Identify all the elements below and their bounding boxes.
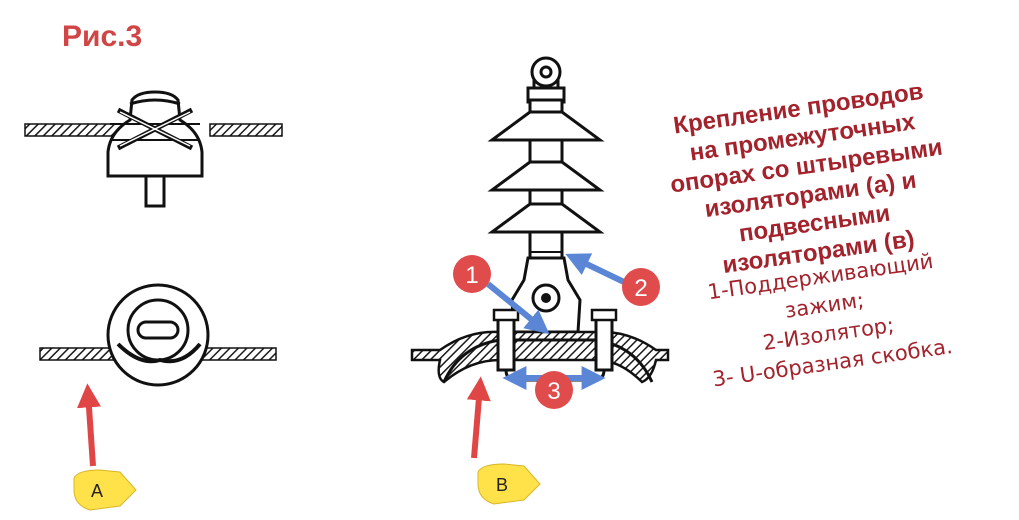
tag-a-label: A xyxy=(91,481,103,501)
wire-left xyxy=(24,123,126,137)
figure-label: Рис.3 xyxy=(62,20,143,53)
tag-b-label: B xyxy=(496,475,508,495)
callout-number: 2 xyxy=(634,275,647,302)
callout-number: 1 xyxy=(465,262,478,289)
u-bolt-left xyxy=(496,314,516,372)
callout-2: 2 xyxy=(622,268,660,306)
clamp-keeper xyxy=(442,338,654,383)
pointer-arrow-a xyxy=(77,383,101,467)
arrow-to-clamp xyxy=(486,281,550,335)
tag-b-shape xyxy=(477,463,541,505)
callout-circle xyxy=(622,268,660,306)
wire-right xyxy=(197,347,277,361)
callout-3: 3 xyxy=(535,371,573,409)
pin-bolt xyxy=(144,174,166,208)
u-bolt-right xyxy=(594,314,614,372)
suspension-insulator-assembly xyxy=(410,56,670,384)
callout-1: 1 xyxy=(453,255,491,293)
pin-insulator-body xyxy=(106,90,204,178)
insulator-shed-1 xyxy=(487,110,605,142)
pin-insulator-side-view xyxy=(24,90,283,208)
pointer-arrow-b xyxy=(466,376,491,459)
callout-circle xyxy=(535,371,573,409)
tie-wire xyxy=(116,342,202,364)
wire-right xyxy=(209,123,283,137)
insulator-shed-2 xyxy=(487,160,605,192)
insulator-slot xyxy=(136,320,180,340)
pin-insulator-top-view xyxy=(39,283,277,387)
callout-number: 3 xyxy=(547,378,560,405)
arrow-to-insulator xyxy=(565,253,626,285)
insulator-shed-3 xyxy=(487,202,605,234)
callout-circle xyxy=(453,255,491,293)
tag-a-shape xyxy=(73,469,137,511)
